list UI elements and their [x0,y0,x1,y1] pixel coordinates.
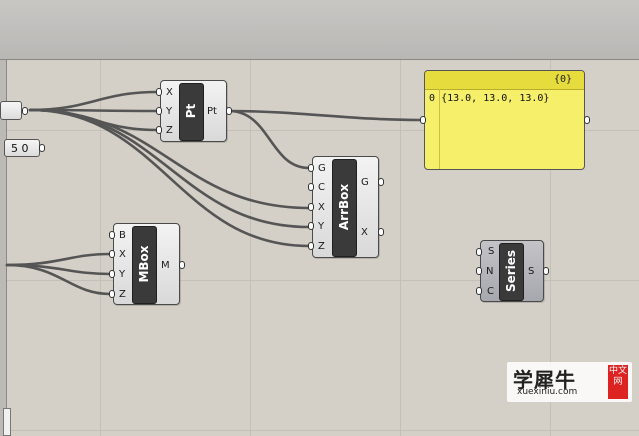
series-component[interactable]: S N C Series S [480,240,544,302]
series-core: Series [499,243,524,301]
series-grip-s[interactable] [476,248,482,256]
wire-to-mbox-x [5,252,112,267]
panel-row: 0 {13.0, 13.0, 13.0} [429,93,549,104]
mbox-input-z[interactable]: Z [119,289,126,300]
arrbox-output-x[interactable]: X [361,227,368,238]
arrbox-input-g[interactable]: G [318,163,326,174]
arrbox-core: ArrBox [332,159,357,257]
mbox-grip-z[interactable] [109,290,115,298]
slider-value: 5 0 [11,142,29,155]
wire-to-arrbox-z [28,108,311,248]
arrbox-input-z[interactable]: Z [318,241,325,252]
mbox-component[interactable]: B X Y Z MBox M [113,223,180,305]
watermark-site: xuexiniu.com [517,387,578,397]
series-grip-n[interactable] [476,267,482,275]
mbox-grip-b[interactable] [109,231,115,239]
mbox-input-b[interactable]: B [119,230,126,241]
pt-input-x[interactable]: X [166,87,173,98]
mbox-grip-x[interactable] [109,250,115,258]
arrbox-component[interactable]: G C X Y Z ArrBox G X [312,156,379,258]
canvas-left-edge [0,60,7,436]
mbox-core: MBox [132,226,157,304]
pt-core: Pt [179,83,204,141]
panel-component[interactable]: {0} 0 {13.0, 13.0, 13.0} [424,70,585,170]
pt-grip-z[interactable] [156,126,162,134]
mbox-input-y[interactable]: Y [119,269,126,280]
wire-pt-to-panel [227,109,422,122]
panel-branch-index: {0} [553,74,572,85]
watermark: 学犀牛 xuexiniu.com 中文网 [507,362,632,402]
mbox-grip-out[interactable] [179,261,185,269]
pt-label: Pt [184,103,198,119]
wire-to-pt-x [28,90,159,112]
panel-index-rule [439,89,440,169]
mbox-output[interactable]: M [161,260,170,271]
slider-output-grip[interactable] [39,144,45,152]
arrbox-output-g[interactable]: G [361,177,369,188]
number-slider[interactable]: 5 0 [4,139,40,157]
number-param-stub[interactable] [0,101,22,120]
toolbar-area [0,0,639,60]
panel-grip-out[interactable] [584,116,590,124]
mbox-grip-y[interactable] [109,270,115,278]
pt-grip-x[interactable] [156,88,162,96]
scroll-handle[interactable] [3,408,11,436]
watermark-tag: 中文网 [608,365,628,399]
pt-grip-out[interactable] [226,107,232,115]
arrbox-grip-x[interactable] [308,203,314,211]
pt-input-y[interactable]: Y [166,106,173,117]
watermark-chinese: 学犀牛 [513,368,576,392]
series-input-s[interactable]: S [488,246,495,257]
series-label: Series [504,249,518,293]
pt-input-z[interactable]: Z [166,125,173,136]
arrbox-label: ArrBox [337,183,351,231]
arrbox-grip-c[interactable] [308,183,314,191]
arrbox-grip-g[interactable] [308,164,314,172]
series-input-n[interactable]: N [486,266,494,277]
panel-grip-in[interactable] [420,116,426,124]
pt-component[interactable]: X Y Z Pt Pt [160,80,227,142]
arrbox-grip-z[interactable] [308,242,314,250]
series-grip-out[interactable] [543,267,549,275]
arrbox-input-y[interactable]: Y [318,221,325,232]
series-grip-c[interactable] [476,287,482,295]
wire-to-mbox-z [5,263,112,296]
series-output[interactable]: S [528,266,535,277]
panel-row-index: 0 [429,93,436,104]
panel-row-value: {13.0, 13.0, 13.0} [441,93,550,104]
stub-output-grip[interactable] [22,107,28,115]
arrbox-grip-y[interactable] [308,222,314,230]
arrbox-input-x[interactable]: X [318,202,325,213]
wire-pt-to-arrbox-g [227,109,311,170]
arrbox-grip-out-x[interactable] [378,228,384,236]
arrbox-input-c[interactable]: C [318,182,325,193]
pt-output[interactable]: Pt [207,106,217,117]
arrbox-grip-out-g[interactable] [378,178,384,186]
pt-grip-y[interactable] [156,107,162,115]
panel-header: {0} [425,71,584,90]
series-input-c[interactable]: C [487,286,494,297]
mbox-label: MBox [137,245,151,283]
mbox-input-x[interactable]: X [119,249,126,260]
